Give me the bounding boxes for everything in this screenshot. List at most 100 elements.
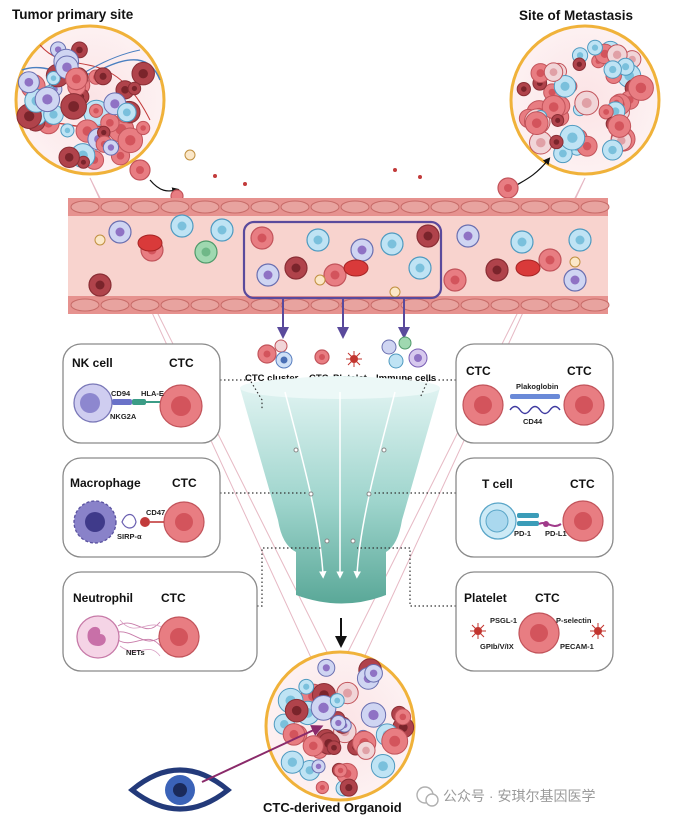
blood-cell — [443, 268, 467, 292]
tissue-cell — [317, 658, 336, 677]
blood-cell — [210, 218, 234, 242]
intravasation-arrows — [129, 149, 551, 203]
cd47-label: CD47 — [146, 508, 165, 517]
tissue-cell — [360, 702, 387, 728]
watermark: 公众号 · 安琪尔基因医学 — [416, 786, 595, 807]
immune-cells-label: Immune cells — [376, 373, 436, 384]
tissue-cell — [603, 60, 622, 79]
tcell-icon — [479, 502, 517, 540]
endothelial-cell — [340, 200, 370, 214]
ctc-cluster-icon — [257, 339, 293, 369]
panel-ctc-ctc: CTC CTC Plakoglobin CD44 — [455, 343, 614, 444]
tissue-cell — [333, 763, 348, 778]
endothelial-cell — [400, 298, 430, 312]
tissue-cell — [60, 123, 75, 138]
tissue-cell — [284, 698, 309, 723]
panel-connectors — [220, 379, 456, 607]
endothelial-cell — [70, 200, 100, 214]
neutrophil-icon — [76, 615, 120, 659]
endothelial-cell — [370, 298, 400, 312]
platelet-left-icon — [470, 623, 486, 639]
p-selectin-label: P-selectin — [556, 616, 592, 625]
endothelial-cell — [580, 200, 610, 214]
blood-cell — [284, 256, 308, 280]
blood-cell — [350, 238, 374, 262]
platelet-dot — [569, 256, 581, 268]
tissue-cell — [607, 114, 632, 138]
tissue-cell — [516, 81, 531, 97]
blood-cell — [170, 214, 194, 238]
endothelial-cell — [250, 200, 280, 214]
endothelial-cell — [280, 200, 310, 214]
blood-cell — [256, 263, 280, 287]
endothelial-cell — [160, 298, 190, 312]
ctc-right-title: CTC — [567, 364, 592, 378]
blood-cell — [194, 240, 218, 264]
tissue-cell — [136, 120, 151, 136]
endothelial-cell — [250, 298, 280, 312]
tissue-cell — [330, 715, 347, 731]
sirp-alpha-label: SIRP-α — [117, 532, 142, 541]
nk-ctc-title: CTC — [169, 356, 194, 370]
tissue-cell — [310, 695, 337, 721]
ctc-cell-icon — [562, 500, 604, 542]
endothelial-cell — [460, 200, 490, 214]
panel-tcell-ctc: T cell CTC PD-1 PD-L1 — [455, 457, 614, 558]
blood-cell — [88, 273, 112, 297]
panel-neutrophil-ctc: Neutrophil CTC NETs — [62, 571, 258, 672]
blood-cell — [485, 258, 509, 282]
metastasis-site-title: Site of Metastasis — [519, 8, 633, 23]
endothelial-cell — [130, 298, 160, 312]
pdl1-label: PD-L1 — [545, 529, 567, 538]
sorting-arrows — [277, 298, 410, 339]
tissue-cell — [529, 130, 553, 155]
endothelial-cell — [520, 298, 550, 312]
eye-icon — [128, 767, 232, 812]
tissue-cell — [65, 67, 88, 91]
tissue-cell — [131, 61, 155, 86]
tcell-title: T cell — [482, 477, 513, 491]
tissue-cell — [553, 75, 577, 98]
ctc-cell-icon — [462, 384, 504, 426]
ctc-cell-icon — [563, 384, 605, 426]
tissue-cell — [88, 103, 104, 118]
tissue-cell — [370, 753, 396, 779]
neutrophil-ctc-title: CTC — [161, 591, 186, 605]
blood-cell — [538, 248, 562, 272]
tissue-cell — [58, 146, 80, 169]
tissue-cell — [17, 71, 40, 94]
endothelial-cell — [190, 298, 220, 312]
blood-cell — [306, 228, 330, 252]
endothelial-cell — [430, 200, 460, 214]
blood-cell — [510, 230, 534, 254]
tcell-ctc-title: CTC — [570, 477, 595, 491]
tissue-cell — [587, 39, 603, 56]
tissue-cell — [524, 111, 549, 136]
tissue-cell — [102, 139, 120, 156]
nets-label: NETs — [126, 648, 145, 657]
red-blood-cell — [137, 234, 163, 252]
endothelial-cell — [340, 298, 370, 312]
endothelial-cell — [100, 200, 130, 214]
nets-icon — [117, 619, 166, 657]
platelet-ctc-title: CTC — [535, 591, 560, 605]
endothelial-cell — [280, 298, 310, 312]
platelet-dot — [389, 286, 401, 298]
gpib-label: GPIb/V/IX — [480, 642, 514, 651]
tissue-cell — [311, 759, 326, 774]
ctc-cluster-label: CTC cluster — [245, 373, 299, 384]
endothelial-cell — [190, 200, 220, 214]
tissue-cell — [282, 723, 306, 746]
endothelial-cell — [70, 298, 100, 312]
endothelial-cell — [130, 200, 160, 214]
cd94-label: CD94 — [111, 389, 131, 398]
category-icons — [257, 336, 428, 369]
endothelial-cell — [310, 200, 340, 214]
tissue-cell — [601, 139, 624, 161]
tissue-cell — [302, 735, 324, 757]
tissue-cell — [60, 93, 87, 120]
tissue-cell — [381, 727, 409, 755]
observation-arrow — [201, 725, 324, 783]
ctc-icon — [314, 349, 330, 365]
macrophage-icon — [73, 500, 117, 544]
